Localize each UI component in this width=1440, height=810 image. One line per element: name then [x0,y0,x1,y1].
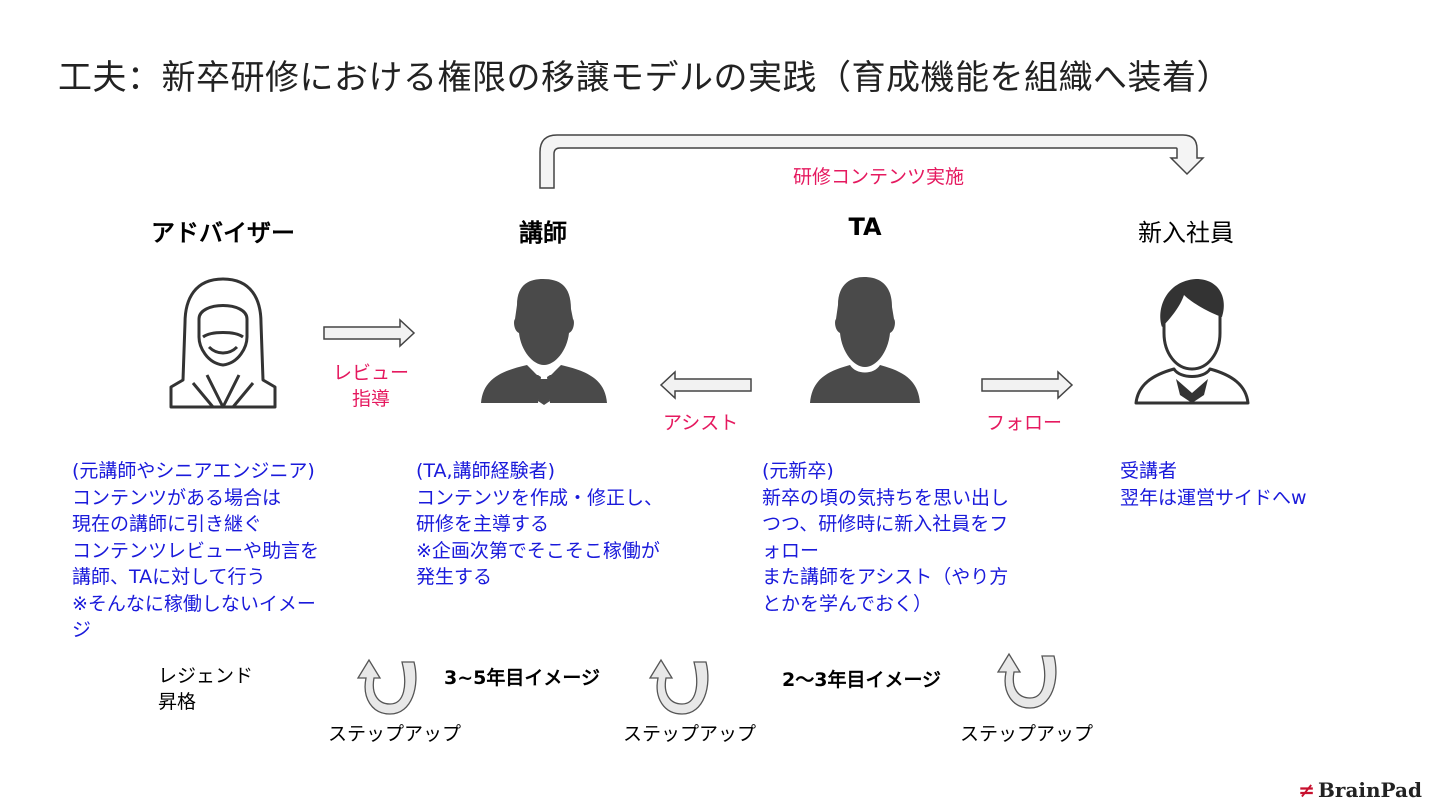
follow-label: フォロー [986,412,1063,434]
step-up-arrow-icon [356,658,417,715]
instructor-person-icon [481,279,607,405]
instructor-desc-line: (TA,講師経験者) [416,460,555,482]
ta-desc-line: つつ、研修時に新入社員をフ [762,513,1009,535]
top-flow-label: 研修コンテンツ実施 [793,166,965,188]
advisor-description: (元講師やシニアエンジニア) コンテンツがある場合は 現在の講師に引き継ぐ コン… [72,458,319,644]
advisor-desc-line: (元講師やシニアエンジニア) [72,460,315,482]
review-label: レビュー 指導 [327,360,415,412]
review-label-line2: 指導 [351,388,390,410]
left-arrow-icon [659,370,752,400]
instructor-desc-line: 発生する [416,566,493,588]
advisor-desc-line: ジ [72,619,92,641]
advisor-desc-line: 現在の講師に引き継ぐ [72,513,263,535]
newhire-description: 受講者 翌年は運営サイドへw [1120,458,1307,511]
logo-text: BrainPad [1318,778,1422,802]
years-3-5-label: 3~5年目イメージ [444,667,600,689]
advisor-desc-line: 講師、TAに対して行う [72,566,266,588]
legend-promotion-label: レジェンド 昇格 [158,663,253,715]
page-title: 工夫：新卒研修における権限の移譲モデルの実践（育成機能を組織へ装着） [58,58,1231,98]
step-up-label: ステップアップ [960,723,1094,745]
step-up-arrow-icon [996,652,1057,709]
assist-label: アシスト [663,412,739,434]
step-up-label: ステップアップ [623,723,757,745]
advisor-person-icon [169,277,277,409]
promotion-line: 昇格 [158,691,197,713]
ta-desc-line: とかを学んでおく） [762,592,933,615]
legend-line: レジェンド [158,665,254,687]
role-newhire: 新入社員 [1138,219,1234,247]
role-advisor: アドバイザー [151,219,295,247]
step-up-label: ステップアップ [328,723,462,745]
years-2-3-label: 2〜3年目イメージ [782,669,942,691]
advisor-desc-line: コンテンツがある場合は [72,486,282,509]
advisor-desc-line: ※そんなに稼働しないイメー [72,592,316,615]
newhire-desc-line: 翌年は運営サイドへw [1120,486,1307,509]
logo-mark-icon: ≠ [1298,778,1316,802]
instructor-desc-line: 研修を主導する [416,513,550,535]
role-instructor: 講師 [519,219,567,247]
newhire-person-icon [1134,279,1250,405]
ta-desc-line: また講師をアシスト（やり方 [762,566,1009,588]
right-arrow-icon [323,318,416,348]
ta-person-icon [810,277,920,403]
right-arrow-icon [981,370,1074,400]
ta-desc-line: ォロー [762,539,820,562]
step-up-arrow-icon [648,658,709,715]
curved-arrow-icon [539,134,1205,189]
instructor-description: (TA,講師経験者) コンテンツを作成・修正し、 研修を主導する ※企画次第でそ… [416,458,663,591]
role-ta: TA [848,213,882,241]
instructor-desc-line: ※企画次第でそこそこ稼働が [416,539,660,562]
instructor-desc-line: コンテンツを作成・修正し、 [416,486,664,509]
newhire-desc-line: 受講者 [1120,460,1178,482]
review-label-line1: レビュー [332,362,409,384]
ta-desc-line: (元新卒) [762,460,834,482]
ta-description: (元新卒) 新卒の頃の気持ちを思い出し つつ、研修時に新入社員をフ ォロー また… [762,458,1009,617]
brainpad-logo: ≠BrainPad [1298,778,1422,802]
ta-desc-line: 新卒の頃の気持ちを思い出し [762,486,1010,509]
advisor-desc-line: コンテンツレビューや助言を [72,539,320,562]
